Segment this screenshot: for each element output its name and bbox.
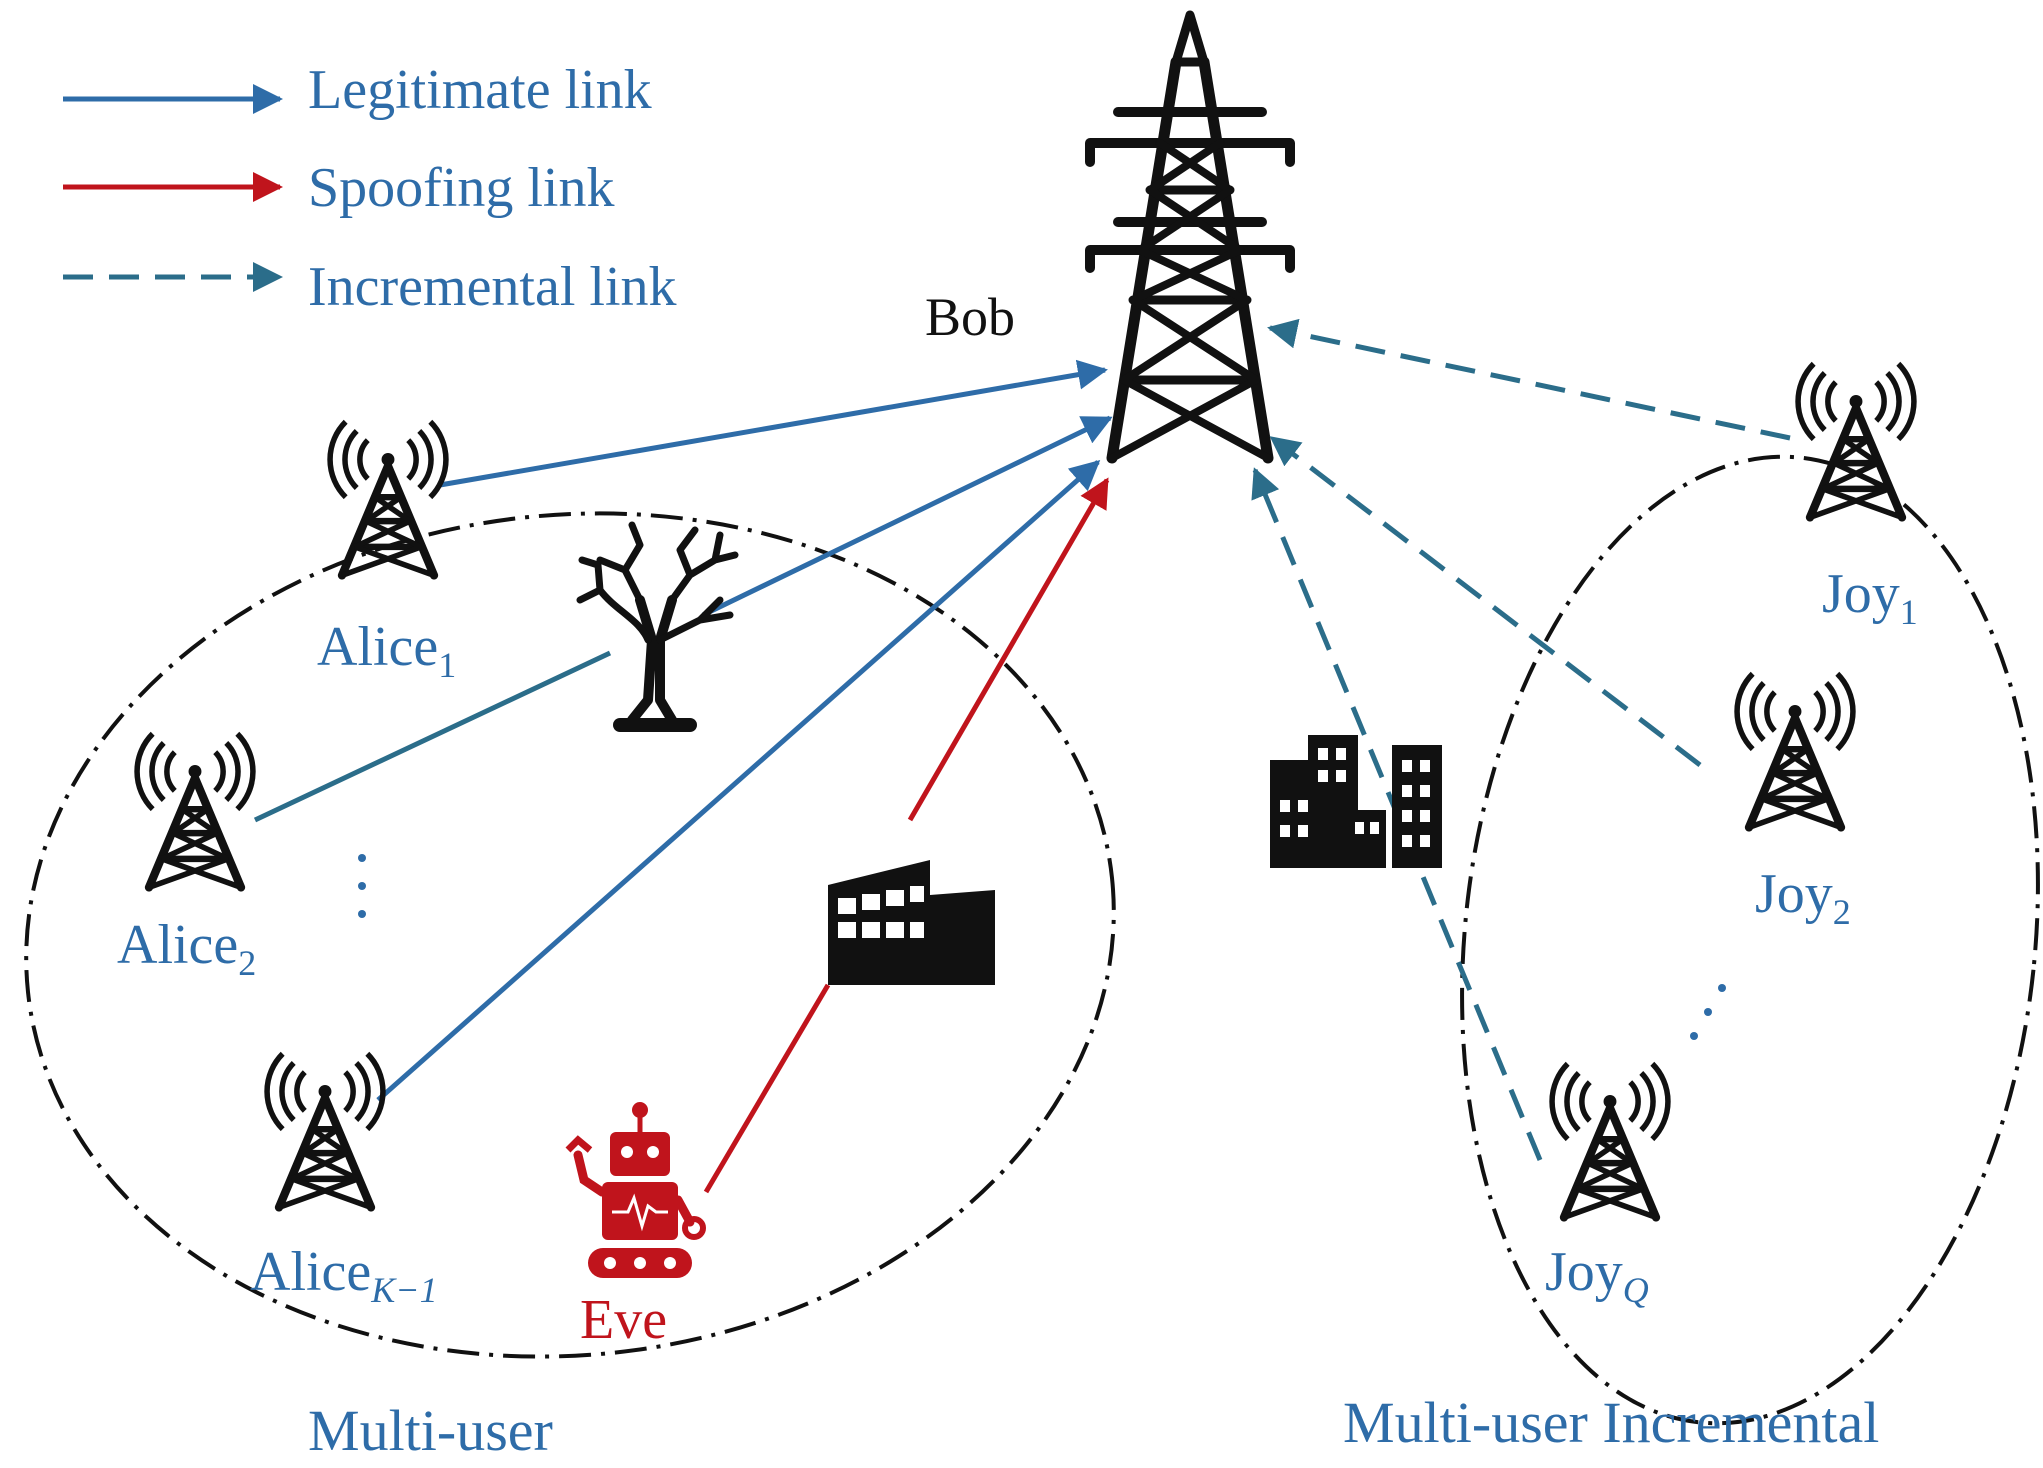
alice1-tower-icon — [330, 422, 446, 576]
legitimate-link-alice1 — [439, 359, 1108, 488]
tree-icon — [576, 521, 739, 732]
aliceK-label: AliceK−1 — [250, 1241, 438, 1310]
legitimate-link-aliceK — [376, 460, 1101, 1102]
legend-incremental-label: Incremental link — [308, 256, 677, 318]
multi-user-incremental-label: Multi-user Incremental — [1343, 1390, 1879, 1455]
spoofing-link-segment — [703, 983, 831, 1194]
multi-user-region — [24, 511, 1116, 1359]
multi-user-incremental-region — [1460, 454, 2040, 1426]
legend-legitimate-label: Legitimate link — [308, 59, 652, 121]
incremental-link-joy1 — [1267, 318, 1791, 441]
bob-transmission-tower-icon — [1085, 10, 1295, 464]
alice-ellipsis-dots — [358, 854, 366, 918]
alice1-label: Alice1 — [317, 616, 456, 685]
incremental-link-joy2 — [1269, 436, 1702, 767]
joyQ-label: JoyQ — [1545, 1241, 1649, 1310]
aliceK-tower-icon — [267, 1054, 383, 1208]
legitimate-link-alice2-segment — [253, 650, 612, 823]
legend-spoofing-label: Spoofing link — [308, 157, 614, 219]
multi-user-label: Multi-user — [308, 1398, 553, 1463]
joy2-label: Joy2 — [1755, 863, 1851, 932]
factory-icon — [828, 860, 995, 985]
joy-ellipsis-dots — [1690, 984, 1726, 1040]
alice2-label: Alice2 — [117, 914, 256, 983]
joyQ-tower-icon — [1552, 1064, 1668, 1218]
spoofing-link — [907, 477, 1110, 822]
joy2-tower-icon — [1737, 674, 1853, 828]
eve-robot-icon — [565, 1102, 706, 1278]
alice2-tower-icon — [137, 734, 253, 888]
legend: Legitimate link Spoofing link Incrementa… — [63, 59, 677, 318]
bob-label: Bob — [925, 287, 1015, 347]
eve-label: Eve — [580, 1289, 667, 1351]
joy1-label: Joy1 — [1822, 563, 1918, 632]
buildings-icon — [1270, 735, 1442, 868]
legitimate-link-alice2 — [701, 415, 1113, 618]
joy1-tower-icon — [1798, 364, 1914, 518]
